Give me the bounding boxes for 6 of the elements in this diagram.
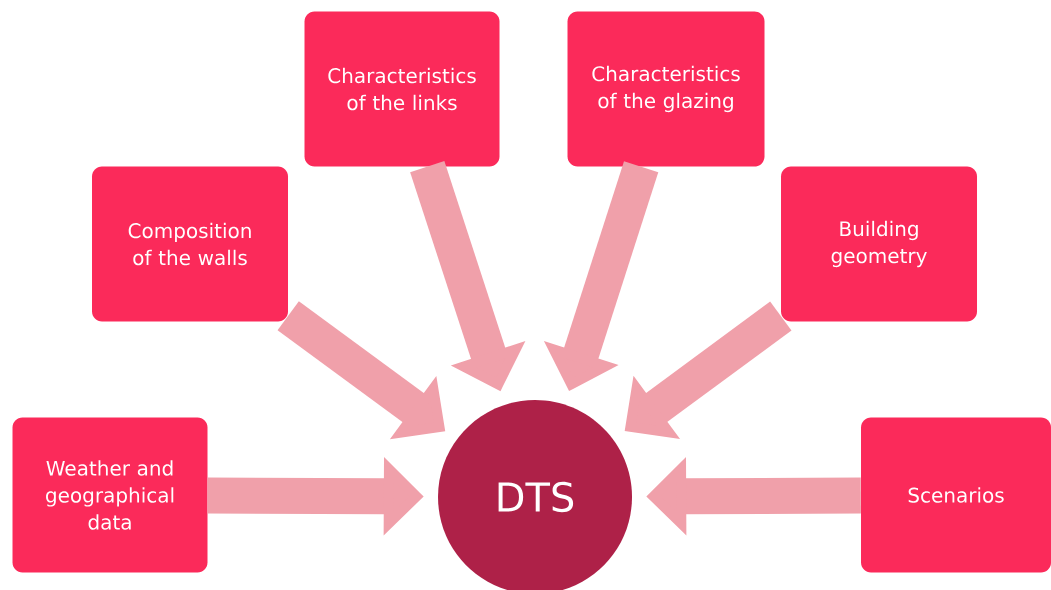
input-box: Building geometry: [781, 166, 977, 322]
input-box: Composition of the walls: [92, 166, 288, 322]
input-box: Weather and geographical data: [12, 417, 208, 573]
input-box: Characteristics of the links: [304, 11, 500, 167]
input-box: Characteristics of the glazing: [567, 11, 765, 167]
input-box: Scenarios: [861, 417, 1051, 573]
